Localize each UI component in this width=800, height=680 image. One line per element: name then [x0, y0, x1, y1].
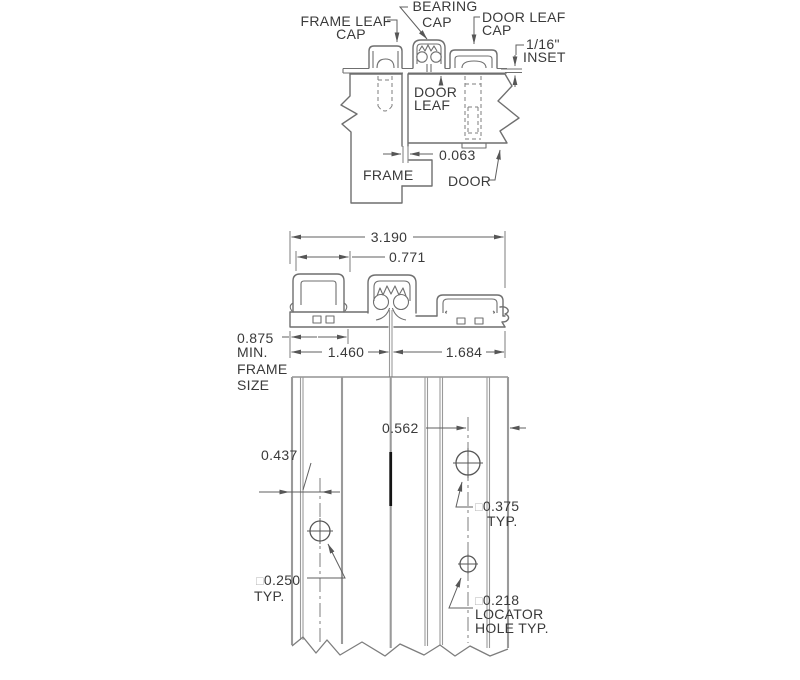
hinge-centerline-stem — [388, 310, 393, 377]
door-leaf-cap-label-line1: DOOR LEAF — [482, 9, 566, 25]
overall-width-value: 3.190 — [371, 229, 408, 245]
locator-hole-label-line1: LOCATOR — [475, 606, 543, 622]
inset-bracket — [515, 44, 524, 55]
door-section-outline — [407, 73, 520, 149]
section-view: 3.190 0.771 0.875 MIN. FRAME SIZE 1.460 — [237, 229, 510, 393]
dimension-edge-to-hole-center: 0.437 — [259, 447, 340, 495]
callout-door-leaf-cap: DOOR LEAF CAP — [471, 9, 566, 45]
door-label: DOOR — [448, 173, 491, 189]
face-view: 0.562 0.437 □0.375 TYP. □0.250 TYP. □0.2… — [254, 376, 549, 657]
cap-width-value: 0.771 — [389, 249, 426, 265]
callout-bearing-cap: BEARING CAP — [398, 0, 477, 40]
frame-label: FRAME — [363, 167, 414, 183]
bearing-cap-label-line2: CAP — [422, 14, 452, 30]
frame-size-line1: FRAME — [237, 361, 288, 377]
door-leaf-width-value: 1.684 — [446, 344, 483, 360]
hole-center-to-edge-value: 0.562 — [382, 420, 419, 436]
square-symbol: □ — [475, 500, 483, 514]
dimension-overall-width: 3.190 — [289, 229, 506, 288]
gear-teeth — [418, 44, 438, 52]
edge-to-hole-center-value: 0.437 — [261, 447, 298, 463]
door-screw-hole — [453, 448, 483, 478]
bend-lines-3 — [424, 377, 429, 646]
locator-hole — [458, 554, 478, 574]
door-leaf-label-line2: LEAF — [414, 97, 450, 113]
door-hole-callout: □0.375 TYP. — [455, 481, 519, 529]
frame-hole-qualifier: TYP. — [254, 588, 285, 604]
bearing-cap-leader — [398, 6, 428, 40]
dimension-hole-center-to-edge: 0.562 — [382, 420, 526, 436]
bearing-roller-right — [430, 51, 442, 63]
callout-door: DOOR — [448, 149, 501, 189]
dimension-cap-width: 0.771 — [295, 249, 426, 272]
door-hole-size: □0.375 — [475, 498, 519, 514]
dimension-frame-side-min: 0.875 MIN. — [237, 329, 349, 360]
profile-door-leaf-cap — [436, 294, 504, 317]
door-screw-head — [461, 60, 487, 69]
door-leaf-cap-leader — [471, 16, 480, 45]
locator-hole-label-line2: HOLE TYP. — [475, 620, 549, 636]
frame-hole-callout: □0.250 TYP. — [254, 543, 346, 604]
bearing-roller-left — [416, 51, 428, 63]
door-leaf-cap-shape — [449, 49, 498, 69]
profile-frame-leaf-cap — [289, 273, 348, 313]
door-hole-qualifier: TYP. — [487, 513, 518, 529]
callout-frame-leaf-cap: FRAME LEAF CAP — [301, 13, 400, 43]
bend-lines-1 — [299, 377, 304, 640]
pin-highlight — [389, 452, 393, 506]
frame-hole-size: □0.250 — [256, 572, 300, 588]
frame-leaf-cap-label-line1: FRAME LEAF — [301, 13, 392, 29]
door-leaf-label-line1: DOOR — [414, 84, 457, 100]
callout-inset: 1/16" INSET — [501, 36, 566, 87]
frame-section-outline — [340, 73, 433, 204]
frame-size-line2: SIZE — [237, 377, 269, 393]
break-line-bottom — [291, 636, 509, 657]
dimension-leaf-gap: 0.063 — [383, 146, 476, 163]
frame-side-value: 0.875 — [237, 330, 274, 346]
locator-hole-callout: □0.218 LOCATOR HOLE TYP. — [448, 577, 549, 636]
frame-screw — [377, 76, 393, 112]
inset-label-line2: INSET — [523, 49, 566, 65]
square-symbol: □ — [256, 574, 264, 588]
frame-screw-head — [376, 58, 395, 69]
bend-lines-5 — [486, 377, 491, 648]
bearing-circle-right — [392, 293, 410, 311]
dimension-frame-leaf-width: 1.460 — [291, 344, 389, 360]
bearing-cap-shape — [412, 39, 446, 72]
square-symbol: □ — [475, 594, 483, 608]
frame-screw-hole — [307, 518, 333, 544]
bearing-cap-label-line1: BEARING — [412, 0, 477, 14]
frame-leaf-cap-shape — [368, 45, 403, 69]
profile-base-plates — [289, 306, 510, 328]
door-leaf-cap-label-line2: CAP — [482, 22, 512, 38]
frame-side-qualifier: MIN. — [237, 344, 268, 360]
bend-lines-4 — [439, 377, 444, 645]
top-detail-view: FRAME LEAF CAP BEARING CAP DOOR LEAF CAP… — [301, 0, 566, 204]
pin-neck — [426, 64, 432, 72]
frame-leaf-cap-leader — [387, 19, 400, 43]
gear-teeth-section — [376, 285, 407, 297]
locator-hole-size: □0.218 — [475, 592, 519, 608]
hinge-leaf-plates — [342, 67, 507, 74]
leaf-gap-value: 0.063 — [439, 147, 476, 163]
frame-leaf-cap-label-line2: CAP — [336, 26, 366, 42]
frame-size-label: FRAME SIZE — [237, 361, 288, 393]
callout-door-leaf: DOOR LEAF — [414, 75, 457, 113]
door-leader — [488, 149, 501, 181]
inset-label-line1: 1/16" — [526, 36, 560, 52]
screw-washer — [461, 142, 487, 149]
pin-throat — [375, 307, 407, 321]
profile-bearing-cap — [367, 274, 417, 321]
dimension-door-leaf-width: 1.684 — [393, 331, 506, 360]
frame-leaf-width-value: 1.460 — [328, 344, 365, 360]
door-screw — [464, 76, 482, 140]
bearing-circle-left — [372, 293, 390, 311]
